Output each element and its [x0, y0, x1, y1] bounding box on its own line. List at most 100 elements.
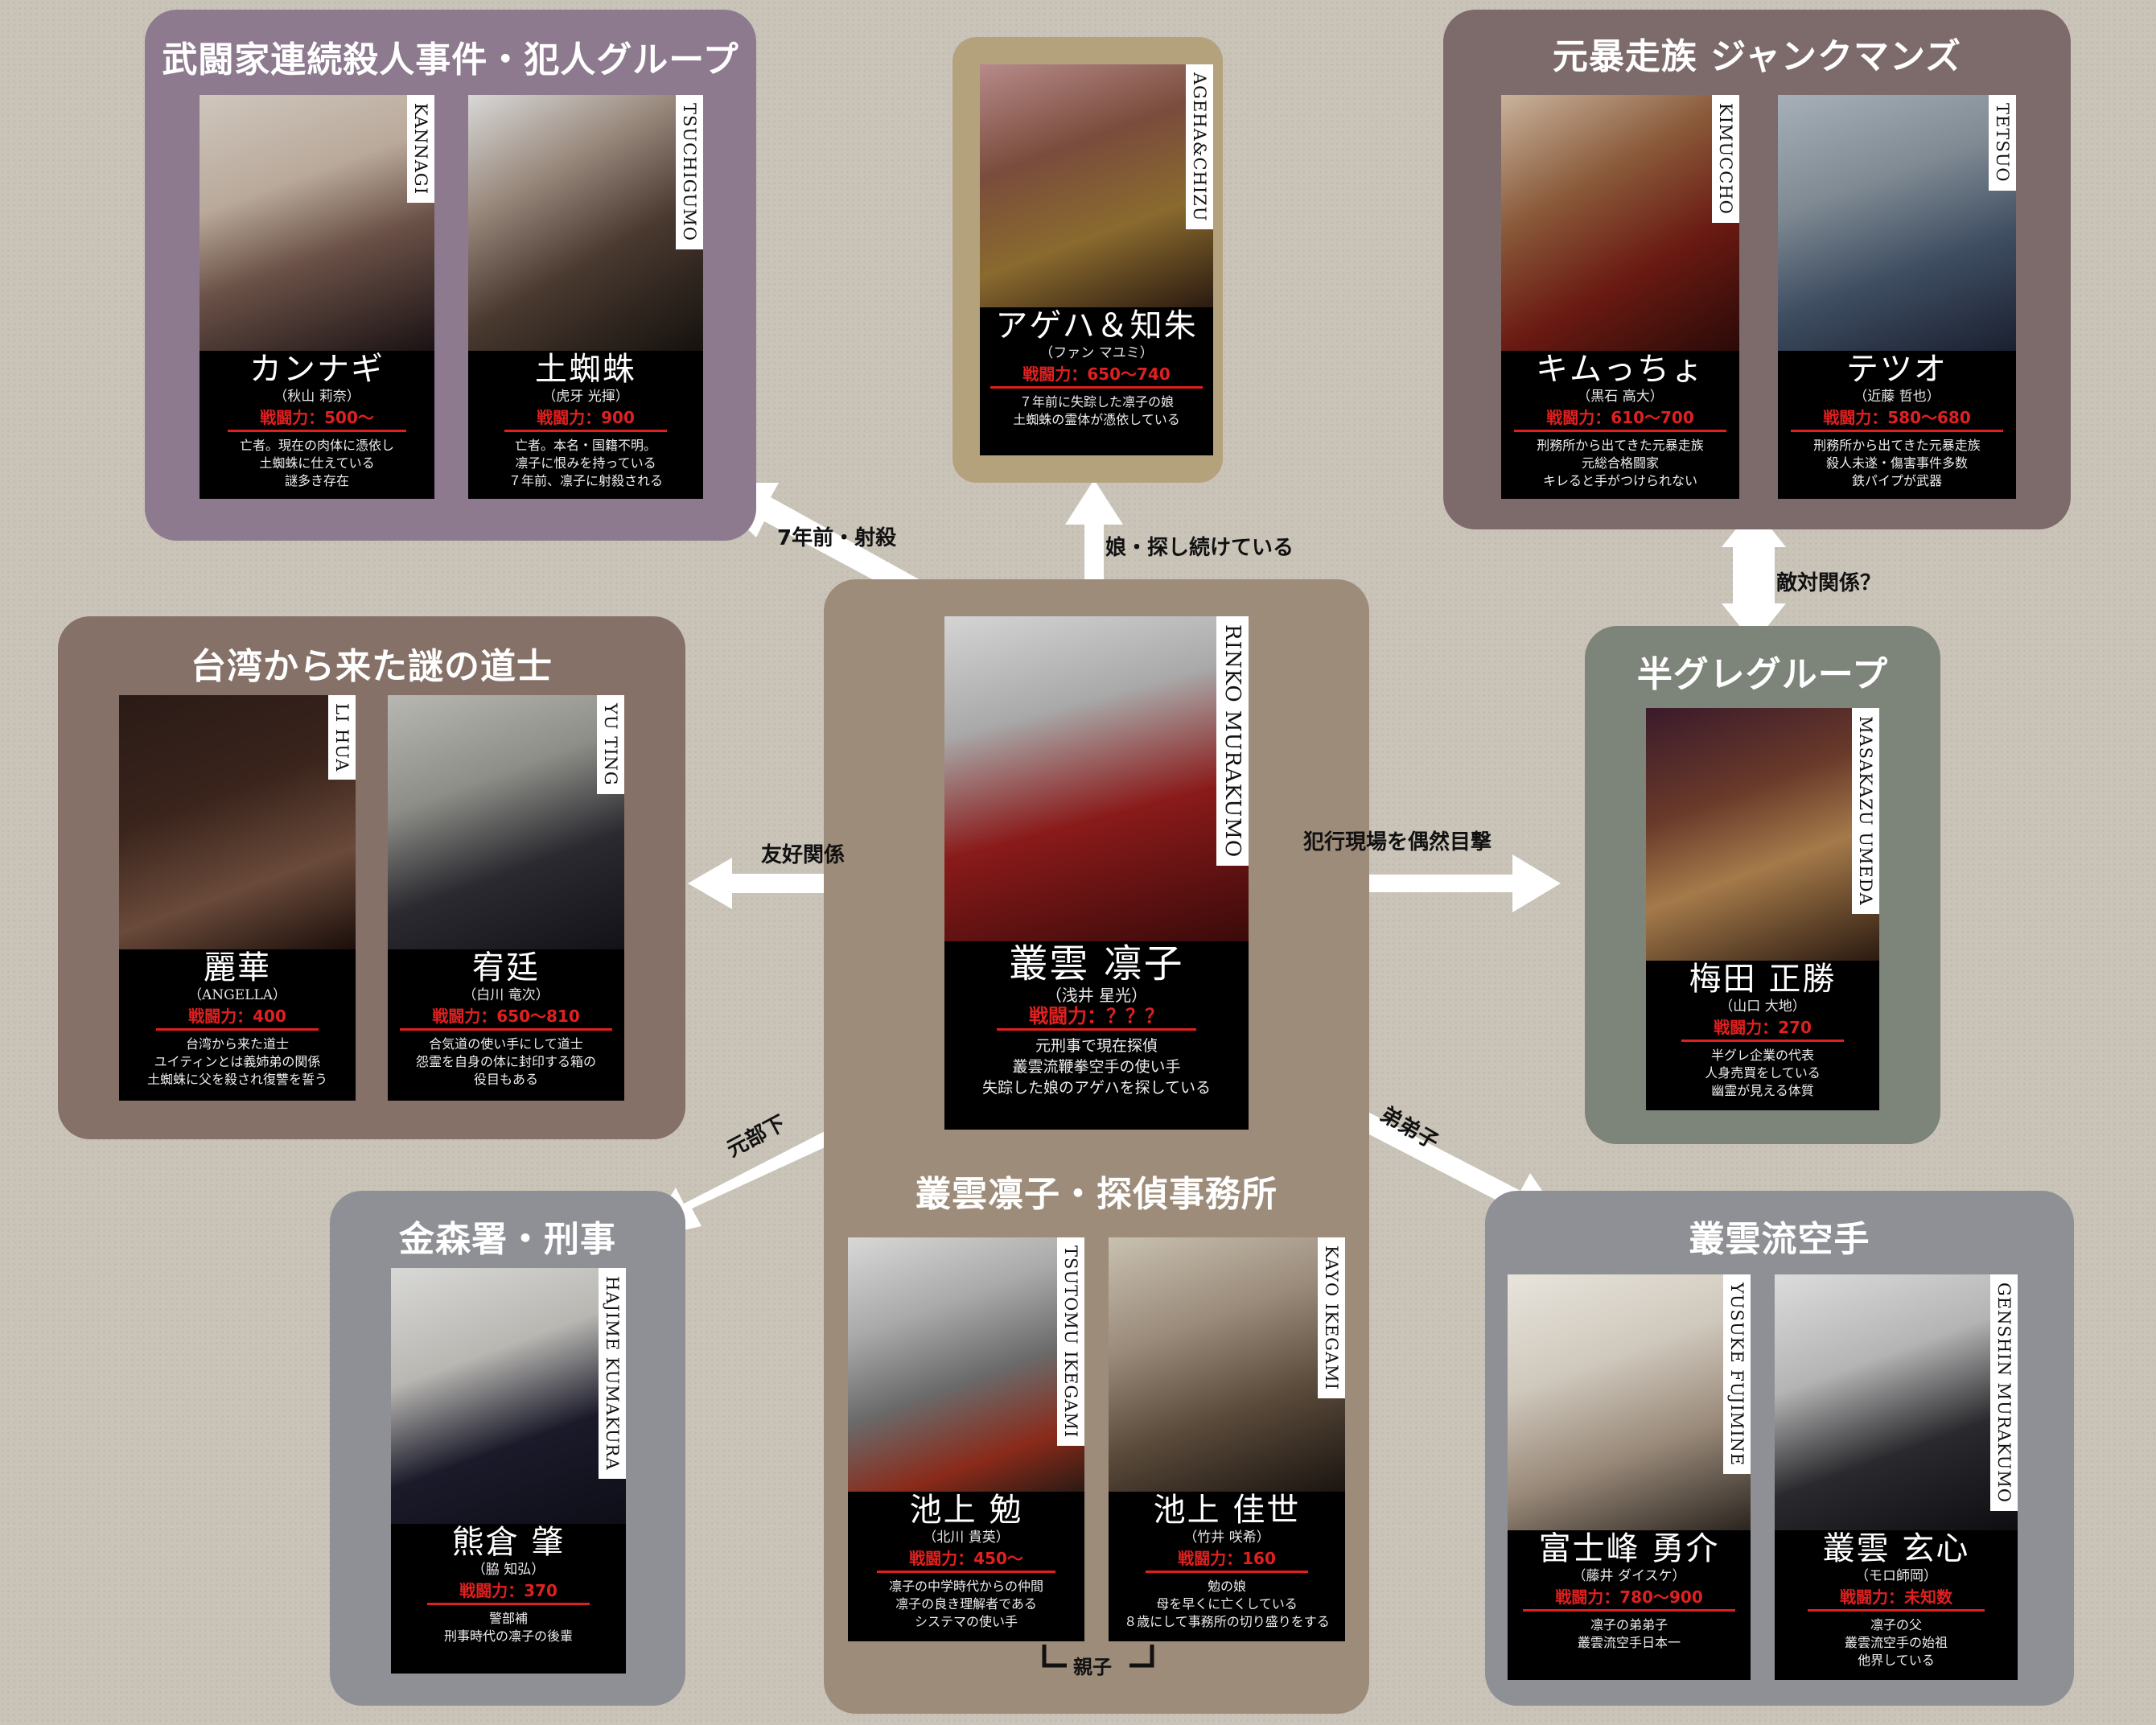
power-level: 戦闘力：？？？: [997, 1006, 1196, 1031]
arrow-searching: [1065, 480, 1123, 603]
description: 凛子の父 叢雲流空手の始祖 他界している: [1844, 1617, 1948, 1668]
character-name: 麗華: [204, 949, 271, 986]
character-name: テツオ: [1846, 351, 1948, 388]
power-level: 戦闘力：370: [427, 1580, 590, 1605]
photo: [1508, 1274, 1751, 1530]
group-title: 半グレグループ: [1636, 654, 1889, 695]
power-level: 戦闘力：650〜810: [400, 1006, 612, 1031]
arrow-hostile: [1722, 507, 1786, 644]
power-level: 戦闘力：900: [504, 407, 667, 432]
description: 亡者。現在の肉体に憑依し 土蜘蛛に仕えている 謎多き存在: [239, 438, 394, 488]
description: 勉の娘 母を早くに亡くしている ８歳にして事務所の切り盛りをする: [1124, 1579, 1330, 1629]
card-umeda[interactable]: MASAKAZU UMEDA 梅田 正勝 （山口 大地） 戦闘力：270 半グレ…: [1646, 708, 1879, 1110]
photo: [1646, 708, 1879, 961]
card-kimuccho[interactable]: KIMUCCHO キムっちょ （黒石 高大） 戦闘力：610〜700 刑務所から…: [1501, 95, 1739, 499]
character-name: 叢雲 玄心: [1822, 1530, 1970, 1567]
card-info: カンナギ （秋山 莉奈） 戦闘力：500〜 亡者。現在の肉体に憑依し 土蜘蛛に仕…: [200, 351, 434, 499]
actor-name: （虎牙 光揮）: [542, 389, 629, 405]
character-name: 土蜘蛛: [535, 351, 636, 388]
character-name: アゲハ＆知朱: [995, 307, 1198, 344]
card-yusuke[interactable]: YUSUKE FUJIMINE 富士峰 勇介 （藤井 ダイスケ） 戦闘力：780…: [1508, 1274, 1751, 1680]
vertical-name: GENSHIN MURAKUMO: [1990, 1274, 2018, 1512]
card-info: 叢雲 凛子 （浅井 星光） 戦闘力：？？？ 元刑事で現在探偵 叢雲流鞭拳空手の使…: [944, 941, 1249, 1130]
card-info: 梅田 正勝 （山口 大地） 戦闘力：270 半グレ企業の代表 人身売買をしている…: [1646, 961, 1879, 1110]
card-lihua[interactable]: LI HUA 麗華 （ANGELLA） 戦闘力：400 台湾から来た道士 ユイテ…: [119, 695, 356, 1101]
card-tsuchigumo[interactable]: TSUCHIGUMO 土蜘蛛 （虎牙 光揮） 戦闘力：900 亡者。本名・国籍不…: [468, 95, 703, 499]
card-tsutomu[interactable]: TSUTOMU IKEGAMI 池上 勉 （北川 貴英） 戦闘力：450〜 凛子…: [848, 1237, 1084, 1641]
power-level: 戦闘力：未知数: [1808, 1587, 1985, 1612]
card-rinko[interactable]: RINKO MURAKUMO 叢雲 凛子 （浅井 星光） 戦闘力：？？？ 元刑事…: [944, 616, 1249, 1130]
description: 凛子の中学時代からの仲間 凛子の良き理解者である システマの使い手: [888, 1579, 1043, 1629]
power-level: 戦闘力：610〜700: [1514, 407, 1726, 432]
actor-name: （白川 竜次）: [463, 987, 549, 1003]
actor-name: （秋山 莉奈）: [274, 389, 360, 405]
bracket-icon: [1042, 1645, 1154, 1668]
description: 刑務所から出てきた元暴走族 殺人未遂・傷害事件多数 鉄パイプが武器: [1813, 438, 1981, 488]
power-level: 戦闘力：400: [156, 1006, 319, 1031]
card-genshin[interactable]: GENSHIN MURAKUMO 叢雲 玄心 （モロ師岡） 戦闘力：未知数 凛子…: [1775, 1274, 2018, 1680]
vertical-name: TSUTOMU IKEGAMI: [1057, 1237, 1084, 1447]
vertical-name: TSUCHIGUMO: [676, 95, 703, 249]
actor-name: （モロ師岡）: [1855, 1568, 1937, 1584]
label-shot: 7年前・射殺: [777, 526, 897, 550]
card-info: テツオ （近藤 哲也） 戦闘力：580〜680 刑務所から出てきた元暴走族 殺人…: [1778, 351, 2016, 499]
card-info: 池上 勉 （北川 貴英） 戦闘力：450〜 凛子の中学時代からの仲間 凛子の良き…: [848, 1492, 1084, 1641]
character-name: 宥廷: [472, 949, 540, 986]
actor-name: （北川 貴英）: [923, 1529, 1010, 1546]
character-name: 池上 佳世: [1153, 1492, 1301, 1529]
description: 台湾から来た道士 ユイティンとは義姉弟の関係 土蜘蛛に父を殺され復讐を誓う: [146, 1036, 327, 1087]
card-info: 叢雲 玄心 （モロ師岡） 戦闘力：未知数 凛子の父 叢雲流空手の始祖 他界してい…: [1775, 1530, 2018, 1680]
card-ageha[interactable]: AGEHA&CHIZU アゲハ＆知朱 （ファン マユミ） 戦闘力：650〜740…: [980, 64, 1213, 455]
card-kumakura[interactable]: HAJIME KUMAKURA 熊倉 肇 （脇 知弘） 戦闘力：370 警部補 …: [391, 1268, 626, 1674]
card-info: 池上 佳世 （竹井 咲希） 戦闘力：160 勉の娘 母を早くに亡くしている ８歳…: [1109, 1492, 1345, 1641]
description: 刑務所から出てきた元暴走族 元総合格闘家 キレると手がつけられない: [1537, 438, 1704, 488]
card-info: 熊倉 肇 （脇 知弘） 戦闘力：370 警部補 刑事時代の凛子の後輩: [391, 1524, 626, 1674]
description: 亡者。本名・国籍不明。 凛子に恨みを持っている ７年前、凛子に射殺される: [508, 438, 663, 488]
description: 警部補 刑事時代の凛子の後輩: [443, 1611, 573, 1644]
label-parent-child: 親子: [1073, 1656, 1112, 1678]
photo: [391, 1268, 626, 1524]
character-name: 叢雲 凛子: [1009, 941, 1184, 986]
card-kannagi[interactable]: KANNAGI カンナギ （秋山 莉奈） 戦闘力：500〜 亡者。現在の肉体に憑…: [200, 95, 434, 499]
vertical-name: MASAKAZU UMEDA: [1852, 708, 1879, 914]
actor-name: （脇 知弘）: [471, 1562, 545, 1578]
power-level: 戦闘力：500〜: [228, 407, 406, 432]
vertical-name: RINKO MURAKUMO: [1216, 616, 1249, 867]
photo: [200, 95, 434, 351]
card-kayo[interactable]: KAYO IKEGAMI 池上 佳世 （竹井 咲希） 戦闘力：160 勉の娘 母…: [1109, 1237, 1345, 1641]
vertical-name: KAYO IKEGAMI: [1318, 1237, 1345, 1398]
card-info: 土蜘蛛 （虎牙 光揮） 戦闘力：900 亡者。本名・国籍不明。 凛子に恨みを持っ…: [468, 351, 703, 499]
photo: [119, 695, 356, 949]
character-name: 池上 勉: [909, 1492, 1023, 1529]
description: 元刑事で現在探偵 叢雲流鞭拳空手の使い手 失踪した娘のアゲハを探している: [981, 1037, 1212, 1097]
description: ７年前に失踪した凛子の娘 土蜘蛛の霊体が憑依している: [1013, 394, 1180, 427]
vertical-name: HAJIME KUMAKURA: [599, 1268, 626, 1479]
arrow-witness: [1283, 854, 1561, 912]
group-title: 元暴走族 ジャンクマンズ: [1552, 36, 1962, 77]
group-title: 武闘家連続殺人事件・犯人グループ: [162, 39, 739, 80]
actor-name: （竹井 咲希）: [1183, 1529, 1270, 1546]
label-witness: 犯行現場を偶然目撃: [1303, 830, 1492, 854]
label-friendly: 友好関係: [761, 843, 846, 867]
group-title: 金森署・刑事: [399, 1219, 616, 1260]
card-tetsuo[interactable]: TETSUO テツオ （近藤 哲也） 戦闘力：580〜680 刑務所から出てきた…: [1778, 95, 2016, 499]
power-level: 戦闘力：270: [1681, 1017, 1844, 1042]
actor-name: （浅井 星光）: [1045, 986, 1148, 1005]
group-title: 叢雲流空手: [1689, 1219, 1870, 1260]
vertical-name: KIMUCCHO: [1712, 95, 1739, 223]
group-title: 叢雲凛子・探偵事務所: [915, 1174, 1278, 1215]
vertical-name: KANNAGI: [407, 95, 434, 203]
character-name: キムっちょ: [1536, 351, 1705, 388]
photo: [1109, 1237, 1345, 1492]
vertical-name: YUSUKE FUJIMINE: [1723, 1274, 1751, 1475]
photo: [980, 64, 1213, 307]
photo: [1778, 95, 2016, 351]
power-level: 戦闘力：780〜900: [1523, 1587, 1735, 1612]
photo: [1501, 95, 1739, 351]
card-yuting[interactable]: YU TING 宥廷 （白川 竜次） 戦闘力：650〜810 合気道の使い手にし…: [388, 695, 624, 1101]
description: 合気道の使い手にして道士 怨霊を自身の体に封印する箱の 役目もある: [415, 1036, 596, 1087]
card-info: キムっちょ （黒石 高大） 戦闘力：610〜700 刑務所から出てきた元暴走族 …: [1501, 351, 1739, 499]
description: 半グレ企業の代表 人身売買をしている 幽霊が見える体質: [1705, 1048, 1821, 1098]
photo: [388, 695, 624, 949]
card-info: アゲハ＆知朱 （ファン マユミ） 戦闘力：650〜740 ７年前に失踪した凛子の…: [980, 307, 1213, 455]
